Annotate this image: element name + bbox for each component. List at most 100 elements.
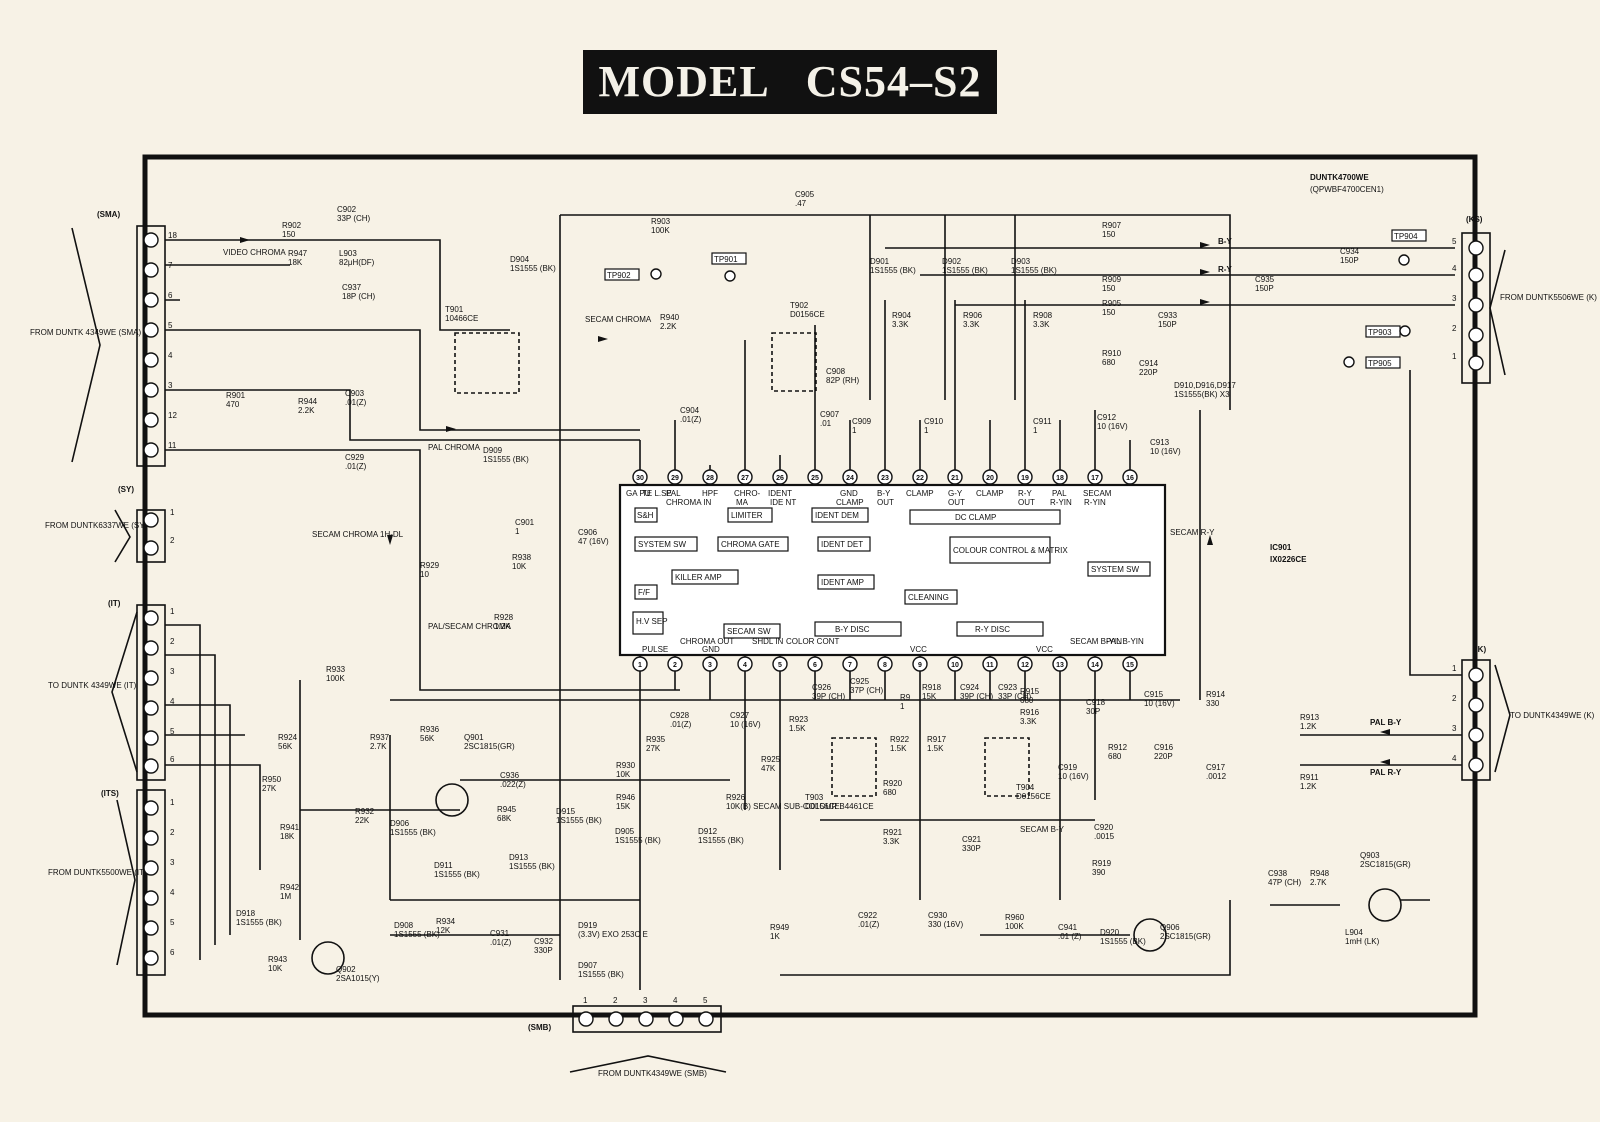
component-ref: R902	[282, 221, 302, 230]
component-ref: R945	[497, 805, 517, 814]
component-value: 3.3K	[1033, 320, 1050, 329]
ks-module: DUNTK4700WE	[1310, 173, 1369, 182]
component-value: 12K	[436, 926, 451, 935]
component-ref: R913	[1300, 713, 1320, 722]
component-value: 82P (RH)	[826, 376, 860, 385]
smb-pin: 3	[643, 996, 648, 1005]
component-ref: R928	[494, 613, 514, 622]
sma-pin: 18	[168, 231, 177, 240]
component-value: 10 (16V)	[1058, 772, 1089, 781]
k-pin: 3	[1452, 724, 1457, 733]
ic-pin-23-label2: OUT	[877, 498, 894, 507]
component-ref: D901	[870, 257, 890, 266]
ic-pin-12-label: VCC	[1036, 645, 1053, 654]
component-value: 2.2K	[298, 406, 315, 415]
component-ref: C906	[578, 528, 598, 537]
component-value: 15K	[616, 802, 631, 811]
t-connector-bar	[136, 604, 166, 781]
component-ref: D918	[236, 909, 256, 918]
component-ref: T903	[805, 793, 824, 802]
signal-pal-by: PAL B-Y	[1370, 718, 1402, 727]
sma-pin: 4	[168, 351, 173, 360]
sma-pin: 11	[168, 441, 177, 450]
component-value: 33P (CH)	[998, 692, 1032, 701]
ic-top-pin-labels: GA PU TE L.SE PAL CHROMA IN HPF CHRO- MA…	[626, 489, 1112, 507]
ks-module-code: (QPWBF4700CEN1)	[1310, 185, 1384, 194]
component-value: 150P	[1340, 256, 1359, 265]
component-value: 10	[420, 570, 429, 579]
component-ref: R916	[1020, 708, 1040, 717]
component-value: D0156CE	[1016, 792, 1051, 801]
ic-pin-9: 9	[918, 662, 922, 669]
ic-pin-12: 12	[1021, 662, 1029, 669]
component-value: .01(Z)	[345, 462, 367, 471]
ic-pin-1-label: PULSE	[642, 645, 668, 654]
component-ref: R946	[616, 793, 636, 802]
component-ref: R901	[226, 391, 246, 400]
component-value: 150P	[1255, 284, 1274, 293]
ic-pin-18-label2: R-YIN	[1050, 498, 1072, 507]
component-value: 47K	[761, 764, 776, 773]
component-value: .0012	[1206, 772, 1227, 781]
component-value: .01(Z)	[490, 938, 512, 947]
component-ref: D906	[390, 819, 410, 828]
component-ref: R947	[288, 249, 308, 258]
component-value: 33P (CH)	[337, 214, 371, 223]
component-ref: C930	[928, 911, 948, 920]
ic-pin-25-label2: CLAMP	[836, 498, 864, 507]
ic-pin-23: 23	[881, 475, 889, 482]
component-value: 15K	[922, 692, 937, 701]
component-value: 2.2K	[660, 322, 677, 331]
ic-pin-30: 30	[636, 475, 644, 482]
component-value: 56K	[420, 734, 435, 743]
k-connector-bar	[1461, 659, 1491, 781]
component-value: .01(Z)	[345, 398, 367, 407]
t-pin: 1	[170, 607, 175, 616]
ic-pin-29-label2: CHROMA IN	[666, 498, 712, 507]
component-ref: C916	[1154, 743, 1174, 752]
sma-pin: 12	[168, 411, 177, 420]
ic-pin-24: 24	[846, 475, 854, 482]
ic-pin-20-label: CLAMP	[976, 489, 1004, 498]
ic-pin-2: 2	[673, 662, 677, 669]
component-value: 220P	[1139, 368, 1158, 377]
block-ff: F/F	[638, 588, 650, 597]
component-ref: C901	[515, 518, 535, 527]
ts-pin: 5	[170, 918, 175, 927]
component-ref: R910	[1102, 349, 1122, 358]
ic-internal-blocks: S&H LIMITER IDENT DEM SYSTEM SW CHROMA G…	[632, 507, 1151, 639]
ic-pin-7: 7	[848, 662, 852, 669]
tp901-label: TP901	[714, 255, 738, 264]
sma-pin: 6	[168, 291, 173, 300]
component-ref: C928	[670, 711, 690, 720]
ic-pin-5: 5	[778, 662, 782, 669]
ic-pin-28: 28	[706, 475, 714, 482]
component-ref: R921	[883, 828, 903, 837]
k-to: TO DUNTK4349WE (K)	[1510, 711, 1595, 720]
smb-pins: 1 2 3 4 5	[578, 996, 714, 1027]
transistors	[311, 783, 1402, 975]
sy-input-wedge	[114, 509, 131, 563]
component-ref: C918	[1086, 698, 1106, 707]
component-ref: R932	[355, 807, 375, 816]
t-to: TO DUNTK 4349WE (IT)	[48, 681, 137, 690]
t-pin: 4	[170, 697, 175, 706]
component-value: 330P	[534, 946, 553, 955]
component-value: 2.7K	[1310, 878, 1327, 887]
component-ref: R933	[326, 665, 346, 674]
component-value: 150	[1102, 308, 1116, 317]
ic-pin-25-label: GND	[840, 489, 858, 498]
component-ref: C919	[1058, 763, 1078, 772]
component-ref: R949	[770, 923, 790, 932]
ic-pin-13-label: SECAM B-YIN	[1070, 637, 1122, 646]
title-model: CS54–S2	[805, 57, 982, 106]
component-value: 27K	[646, 744, 661, 753]
signal-ry: R-Y	[1218, 265, 1232, 274]
component-value: 1S1555 (BK)	[510, 264, 556, 273]
component-ref: R944	[298, 397, 318, 406]
component-value: 1S1555 (BK)	[434, 870, 480, 879]
component-ref: C935	[1255, 275, 1275, 284]
component-value: 2SC1815(GR)	[464, 742, 515, 751]
board-outline	[142, 154, 1478, 1018]
ic-pin-3: 3	[708, 662, 712, 669]
